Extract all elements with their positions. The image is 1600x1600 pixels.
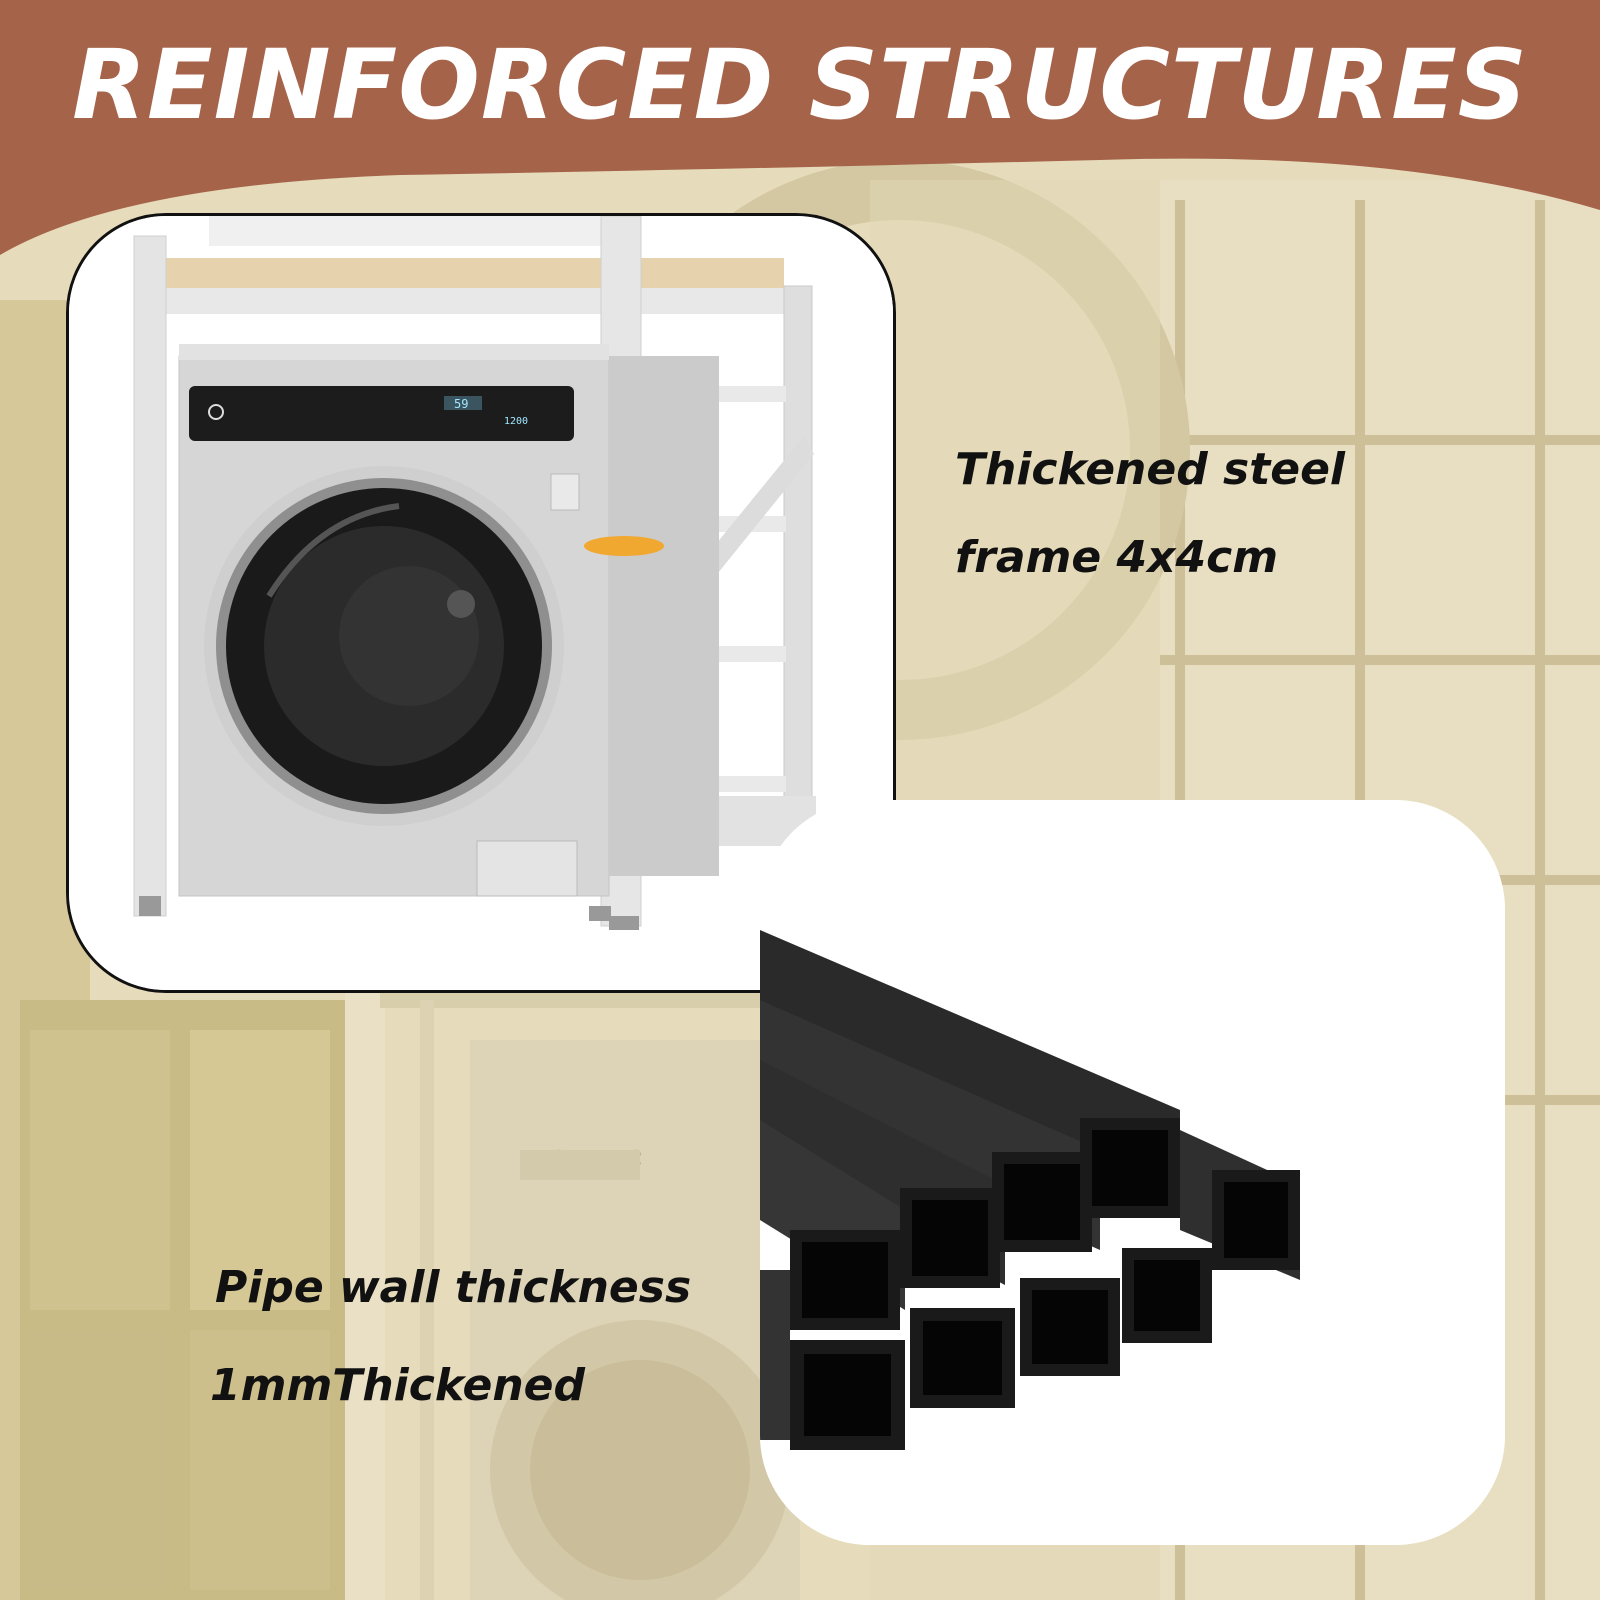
pipe-ends-bottom — [760, 1248, 1212, 1450]
feature-2-line-1: Pipe wall thickness — [215, 1262, 692, 1313]
square-pipes-illustration — [760, 800, 1505, 1545]
feature-2-line-2: 1mmThickened — [210, 1360, 586, 1411]
page-title: REINFORCED STRUCTURES — [72, 29, 1528, 141]
square-pipes-image — [760, 800, 1505, 1545]
steel-frame-image: 59 1200 — [66, 213, 896, 993]
washer-frame-illustration: 59 1200 — [69, 216, 893, 990]
title-banner — [0, 0, 1600, 255]
display-time: 59 — [454, 397, 468, 411]
feature-1-line-1: Thickened steel — [955, 444, 1346, 495]
feature-1-line-2: frame 4x4cm — [955, 532, 1279, 583]
display-speed: 1200 — [504, 416, 528, 427]
pipe-ends-top — [790, 1118, 1300, 1330]
